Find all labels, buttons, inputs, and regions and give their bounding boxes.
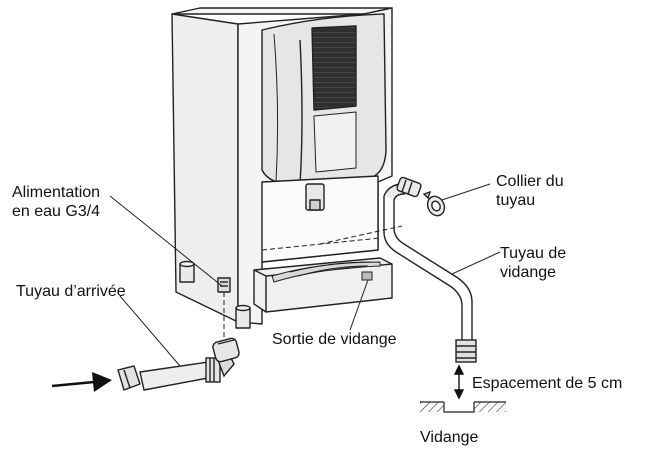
inlet-hose-elbow-nut [212, 337, 240, 363]
label-water-supply-line1: Alimentation [12, 184, 101, 201]
label-hose-clamp-line1: Collier du [496, 173, 564, 190]
dispensing-area [261, 175, 379, 263]
label-drain-hose-line1: Tuyau de [500, 245, 567, 262]
drain-hose [383, 176, 477, 363]
spacing-dimension-arrow [453, 364, 465, 400]
label-spacing: Espacement de 5 cm [472, 375, 623, 392]
leader-inlet-hose [119, 295, 181, 367]
leader-drain-outlet [349, 279, 369, 331]
label-drain-outlet: Sortie de vidange [272, 331, 397, 348]
leader-drain-hose [451, 251, 501, 275]
floor-drain [420, 401, 506, 413]
water-inlet-connector [217, 277, 231, 293]
display-window [311, 25, 357, 111]
label-drain-hose-line2: vidange [500, 264, 557, 281]
inlet-hose-left-nut [117, 365, 141, 391]
label-hose-clamp-line2: tuyau [496, 192, 536, 209]
label-water-supply-line2: en eau G3/4 [12, 203, 101, 220]
leader-water-supply [109, 195, 223, 287]
label-inlet-hose: Tuyau d’arrivée [16, 283, 126, 300]
water-flow-arrow [51, 372, 112, 392]
drip-tray [253, 257, 393, 313]
drain-outlet-port [361, 271, 373, 281]
machine-top [171, 7, 393, 15]
leader-hose-clamp [441, 183, 491, 201]
leader-lines [109, 183, 501, 367]
label-drain: Vidange [420, 429, 479, 446]
drain-hose-end-fitting [455, 339, 477, 363]
dispenser-machine [171, 7, 403, 329]
hose-clamp [422, 190, 446, 217]
inlet-hose [117, 292, 240, 391]
